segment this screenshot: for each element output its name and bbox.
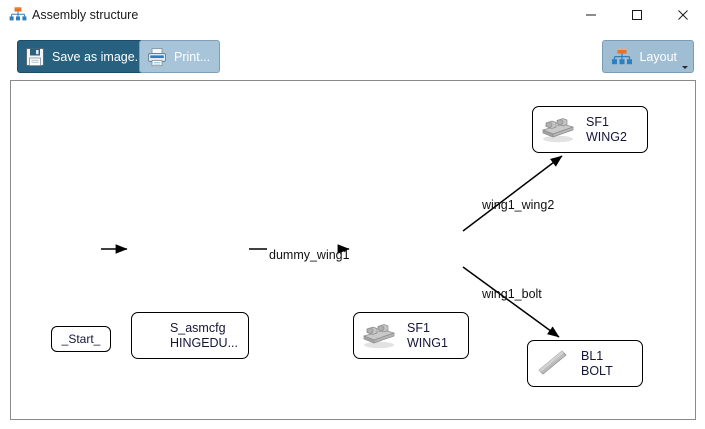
node-asmcfg-line2: HINGEDU...: [169, 335, 238, 350]
node-start[interactable]: _Start_: [51, 326, 111, 352]
assembly-structure-icon: [9, 6, 27, 24]
window-title: Assembly structure: [32, 8, 139, 22]
node-asmcfg[interactable]: S_asmcfg HINGEDU...: [131, 312, 249, 359]
print-button[interactable]: Print...: [139, 40, 221, 73]
layout-label: Layout: [639, 49, 677, 64]
close-icon: [677, 10, 688, 20]
hierarchy-icon: [611, 46, 633, 68]
printer-icon: [146, 46, 168, 68]
graph-canvas[interactable]: _Start_ S_asmcfg HINGEDU...: [10, 80, 696, 420]
node-bolt-label: BL1 BOLT: [581, 349, 613, 379]
edge-wing1-bolt: [462, 266, 560, 338]
node-wing1-line2: WING1: [407, 335, 448, 350]
toolbar: Save as image... Print...: [0, 30, 705, 78]
maximize-button[interactable]: [614, 0, 659, 30]
save-as-image-label: Save as image...: [52, 49, 146, 64]
edge-wing1-wing2: [462, 155, 563, 232]
bolt-part-icon: [534, 345, 572, 382]
node-wing1-line1: SF1: [407, 320, 430, 335]
title-bar: Assembly structure: [0, 0, 705, 30]
node-wing2-line2: WING2: [586, 129, 627, 144]
layout-button[interactable]: Layout: [602, 40, 694, 73]
edge-label-wing1-bolt: wing1_bolt: [482, 287, 542, 301]
hinge-part-icon: [360, 317, 398, 354]
save-as-image-button[interactable]: Save as image...: [17, 40, 156, 73]
minimize-button[interactable]: [568, 0, 613, 30]
node-wing1[interactable]: SF1 WING1: [353, 312, 469, 359]
floppy-disk-icon: [24, 46, 46, 68]
chevron-down-icon[interactable]: [682, 66, 688, 69]
node-wing2[interactable]: SF1 WING2: [532, 106, 648, 153]
maximize-icon: [631, 10, 642, 20]
print-label: Print...: [174, 49, 211, 64]
node-wing2-label: SF1 WING2: [586, 115, 627, 145]
edge-label-dummy-wing1: dummy_wing1: [269, 248, 350, 262]
edge-label-wing1-wing2: wing1_wing2: [482, 198, 555, 212]
node-wing2-line1: SF1: [586, 114, 609, 129]
close-button[interactable]: [660, 0, 705, 30]
node-asmcfg-label: S_asmcfg HINGEDU...: [170, 321, 238, 351]
node-wing1-label: SF1 WING1: [407, 321, 448, 351]
node-bolt[interactable]: BL1 BOLT: [527, 340, 643, 387]
node-bolt-line1: BL1: [581, 348, 604, 363]
minimize-icon: [585, 14, 596, 16]
node-asmcfg-line1: S_asmcfg: [169, 320, 226, 335]
node-bolt-line2: BOLT: [581, 363, 613, 378]
node-start-label: _Start_: [61, 331, 101, 346]
hinge-part-icon: [539, 111, 577, 148]
